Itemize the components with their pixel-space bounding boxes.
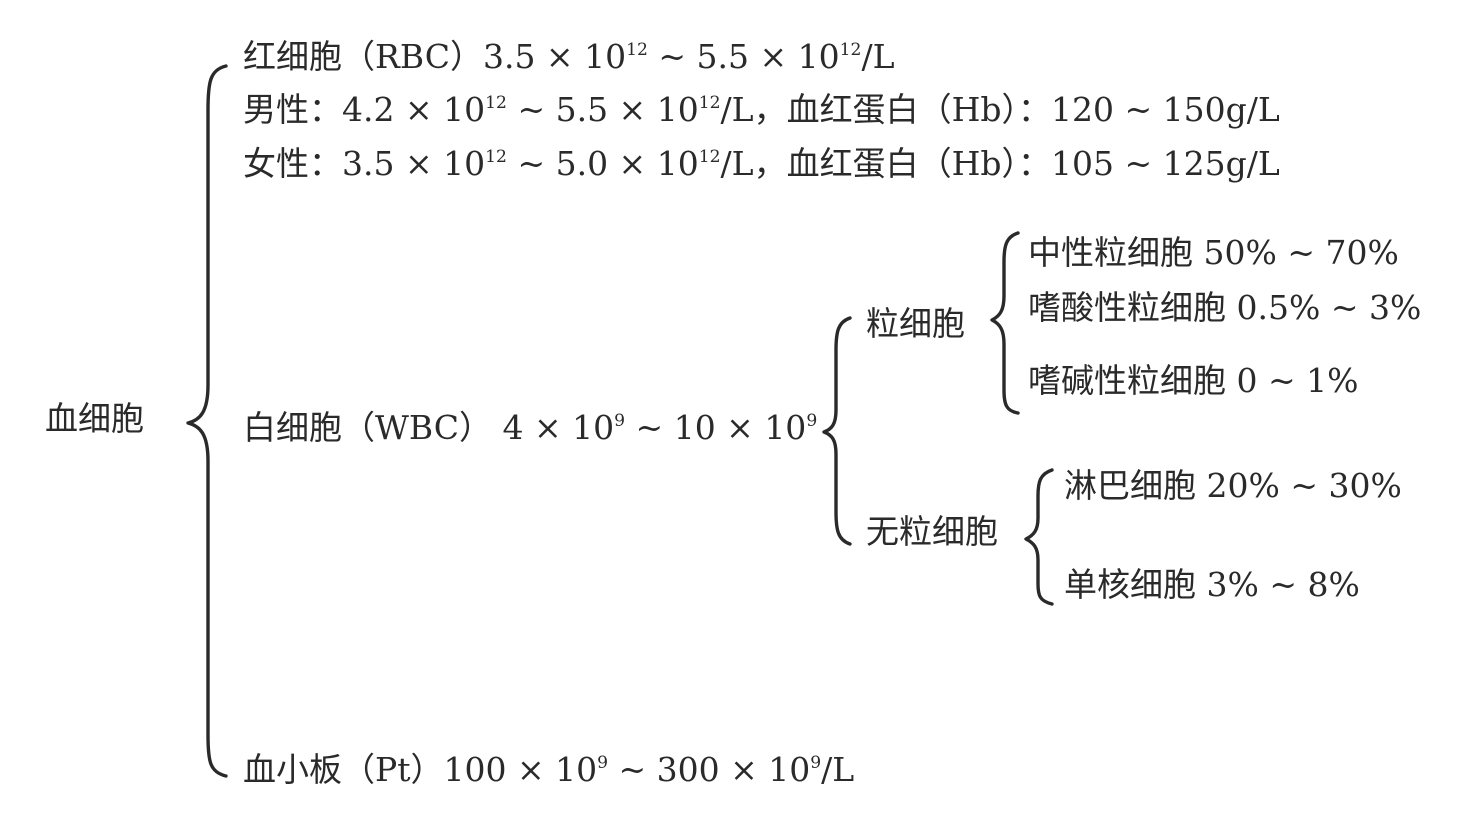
granulocyte-brace bbox=[990, 231, 1020, 415]
wbc-brace bbox=[822, 316, 852, 546]
rbc-label: 红细胞（RBC）3.5 × 1012 ~ 5.5 × 1012/L bbox=[243, 37, 895, 76]
basophil-item: 嗜碱性粒细胞 0 ~ 1% bbox=[1028, 361, 1359, 400]
eosinophil-item: 嗜酸性粒细胞 0.5% ~ 3% bbox=[1028, 288, 1422, 327]
rbc-female-line: 女性：3.5 × 1012 ~ 5.0 × 1012/L，血红蛋白（Hb）：10… bbox=[243, 144, 1280, 183]
main-brace bbox=[186, 64, 228, 778]
neutrophil-item: 中性粒细胞 50% ~ 70% bbox=[1028, 233, 1399, 272]
agranulocyte-brace bbox=[1024, 468, 1054, 606]
granulocyte-label: 粒细胞 bbox=[866, 304, 965, 343]
wbc-label: 白细胞（WBC） 4 × 109 ~ 10 × 109 bbox=[243, 408, 818, 447]
root-label: 血细胞 bbox=[45, 399, 144, 438]
monocyte-item: 单核细胞 3% ~ 8% bbox=[1064, 565, 1360, 604]
platelet-label: 血小板（Pt）100 × 109 ~ 300 × 109/L bbox=[243, 750, 855, 789]
rbc-male-line: 男性：4.2 × 1012 ~ 5.5 × 1012/L，血红蛋白（Hb）：12… bbox=[243, 90, 1280, 129]
lymphocyte-item: 淋巴细胞 20% ~ 30% bbox=[1064, 466, 1402, 505]
agranulocyte-label: 无粒细胞 bbox=[866, 512, 998, 551]
